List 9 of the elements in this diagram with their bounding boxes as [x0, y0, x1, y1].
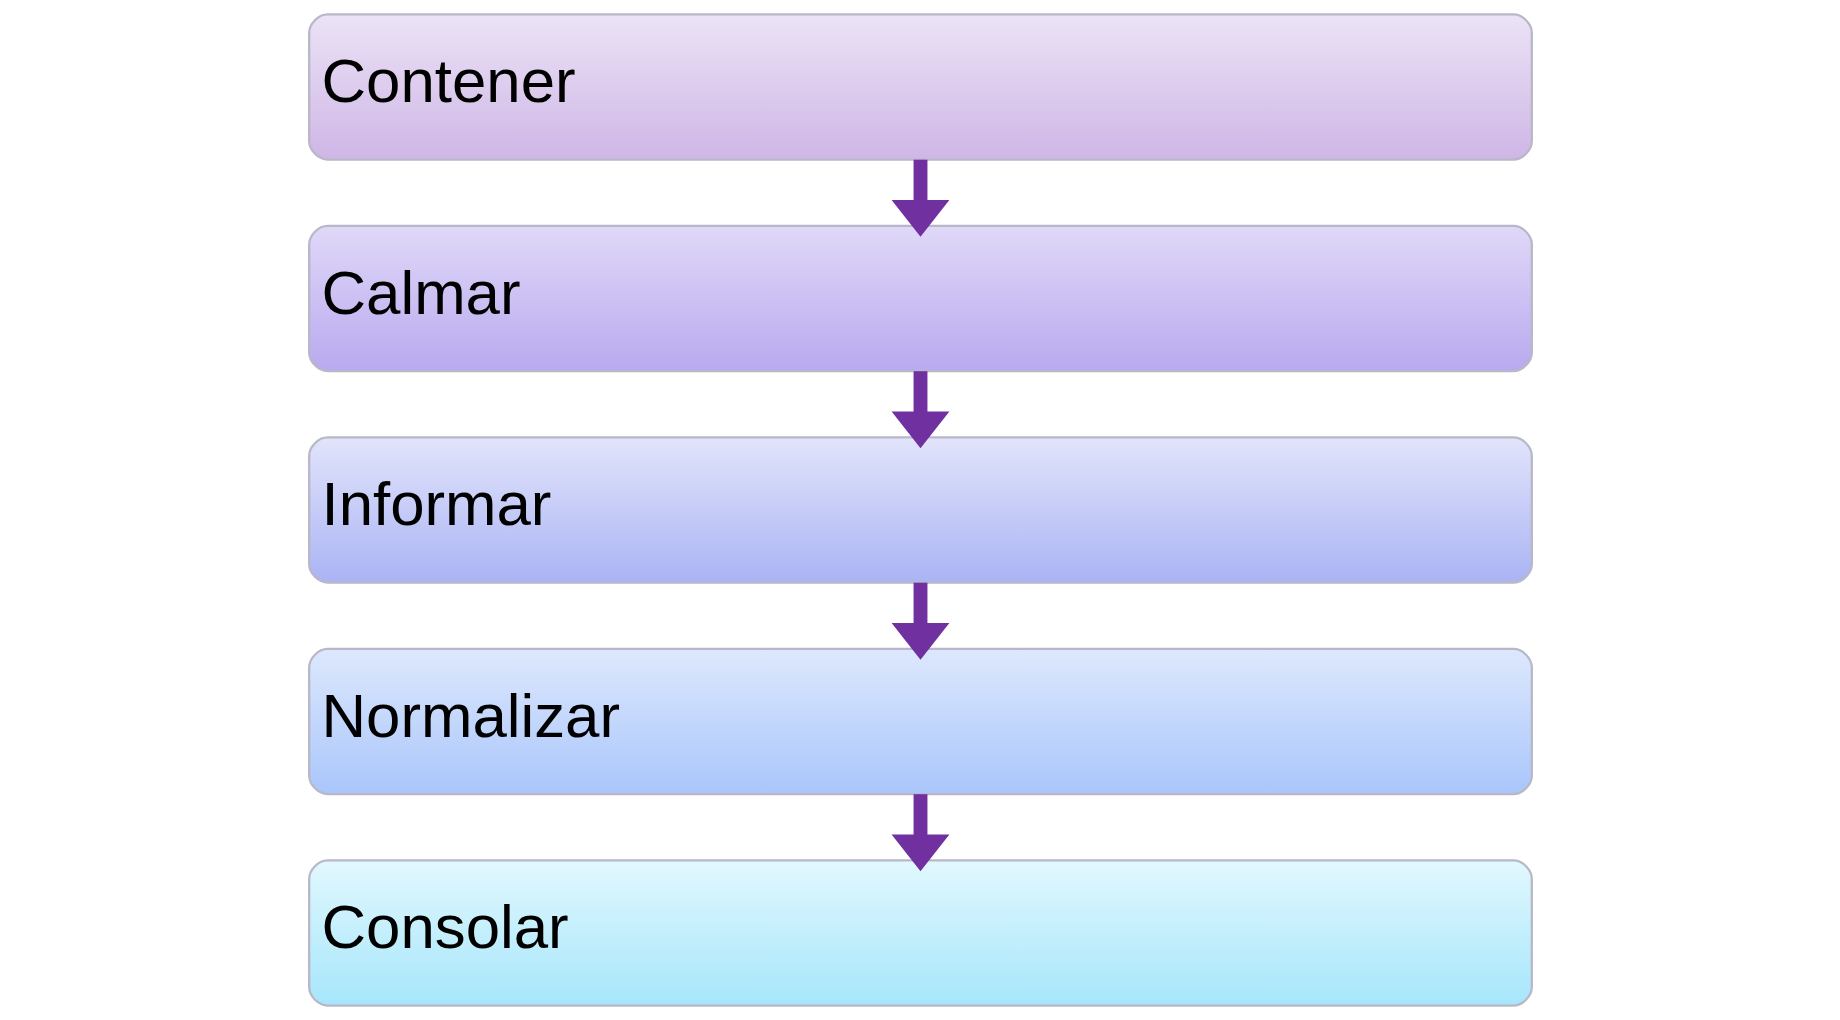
- arrow: [891, 159, 949, 237]
- node-box: Consolar: [307, 859, 1533, 1007]
- node-box: Normalizar: [307, 647, 1533, 796]
- node-box: Informar: [307, 436, 1533, 584]
- arrow: [891, 371, 949, 449]
- arrow: [891, 582, 949, 660]
- node-box: Contener: [307, 13, 1533, 161]
- arrow: [891, 794, 949, 872]
- node-box: Calmar: [307, 224, 1533, 373]
